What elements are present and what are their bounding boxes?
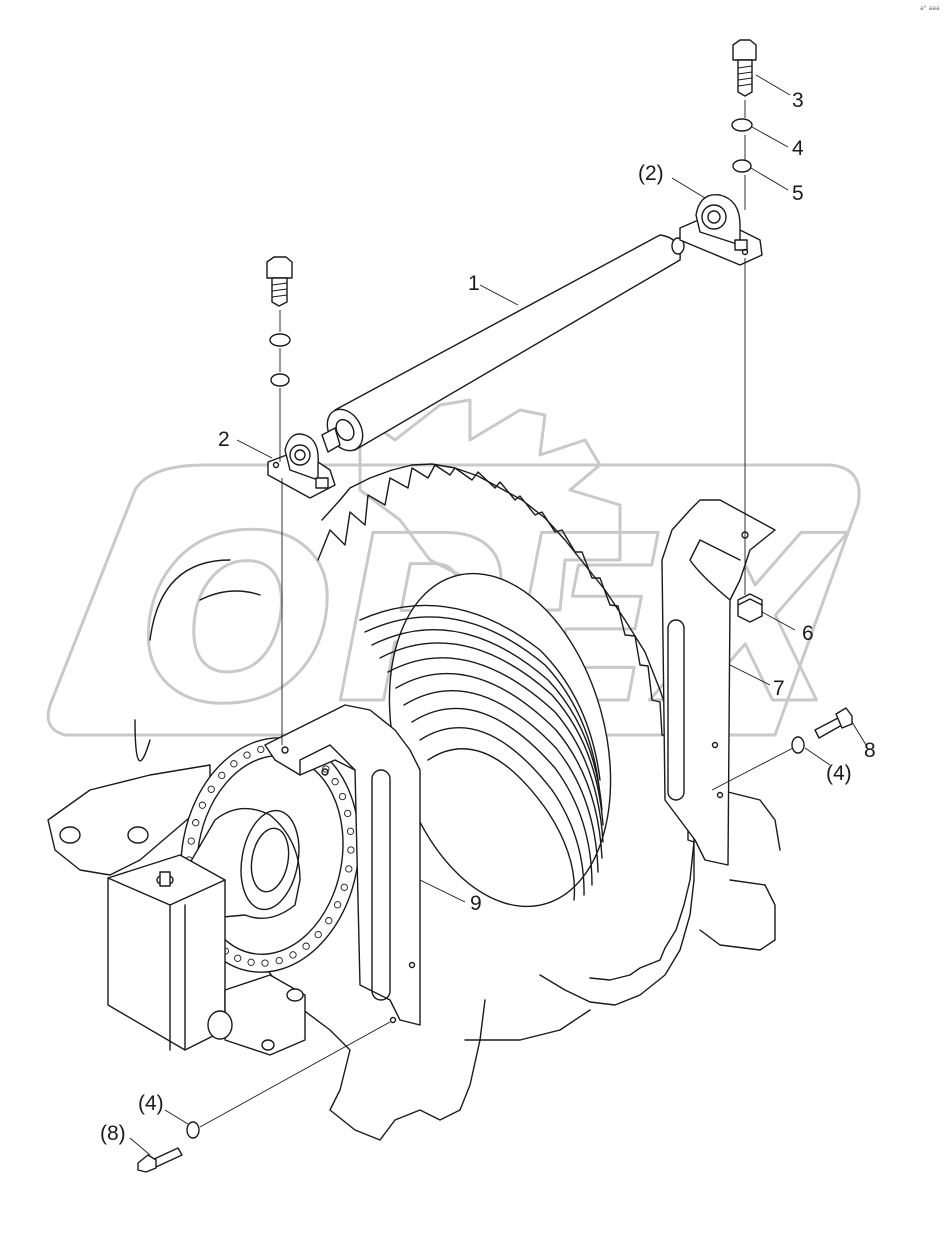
disc-hole [247, 958, 255, 966]
disc-hole [325, 917, 333, 925]
disc-hole [331, 778, 339, 786]
hex-bolt-icon [266, 256, 293, 307]
callout-3: 3 [792, 89, 804, 112]
callout-4: 4 [792, 137, 804, 160]
callout-9: 9 [470, 892, 482, 915]
winch-frame [47, 764, 781, 1141]
disc-hole [192, 819, 200, 827]
disc-hole [230, 760, 238, 768]
disc-hole [289, 951, 297, 959]
disc-hole [338, 792, 347, 801]
callout-2: 2 [218, 428, 230, 451]
disc-hole [257, 745, 265, 754]
callout-1: 1 [468, 272, 480, 295]
callout-7: 7 [773, 677, 785, 700]
bracket-left [264, 704, 421, 1026]
callout-8: 8 [864, 739, 876, 762]
hex-bolt-icon [137, 1147, 183, 1173]
disc-hole [344, 809, 352, 818]
disc-hole [333, 901, 342, 909]
disc-hole [198, 801, 207, 809]
corner-mark: a° aaa [920, 5, 940, 12]
bearing-left [267, 433, 336, 499]
disc-hole [243, 751, 251, 759]
callout-2-right: (2) [638, 162, 664, 185]
drum-flange [134, 559, 261, 762]
hex-nut-icon [737, 593, 763, 623]
disc-hole [340, 883, 348, 891]
bracket-right [661, 499, 776, 866]
hydraulic-motor [107, 737, 360, 1056]
callout-5: 5 [792, 182, 804, 205]
disc-hole [207, 785, 215, 793]
drum-gear-outline [317, 463, 695, 1006]
callout-4-bottom: (4) [138, 1092, 164, 1115]
callout-labels: 1 2 (2) 3 4 5 6 7 8 (4) 9 (4) (8) [100, 89, 876, 1145]
disc-hole [346, 827, 355, 835]
callout-8-bottom: (8) [100, 1122, 126, 1145]
assembly-lines [199, 100, 794, 1128]
bearing-right [679, 193, 763, 266]
callout-6: 6 [802, 622, 814, 645]
disc-hole [345, 865, 353, 873]
disc-hole [261, 959, 269, 967]
hex-bolt-icon [732, 39, 757, 97]
disc-hole [347, 846, 355, 854]
disc-hole [187, 837, 195, 845]
disc-hole [302, 942, 310, 950]
disc-hole [234, 954, 242, 962]
disc-hole [218, 771, 226, 780]
hex-bolt-icon [814, 707, 853, 739]
disc-hole [322, 765, 330, 773]
disc-hole [275, 956, 283, 965]
roller [321, 234, 685, 453]
disc-hole [314, 930, 322, 939]
washer-icon [186, 118, 805, 1139]
callout-4-right: (4) [826, 762, 852, 785]
callout-leaders [129, 74, 867, 1156]
